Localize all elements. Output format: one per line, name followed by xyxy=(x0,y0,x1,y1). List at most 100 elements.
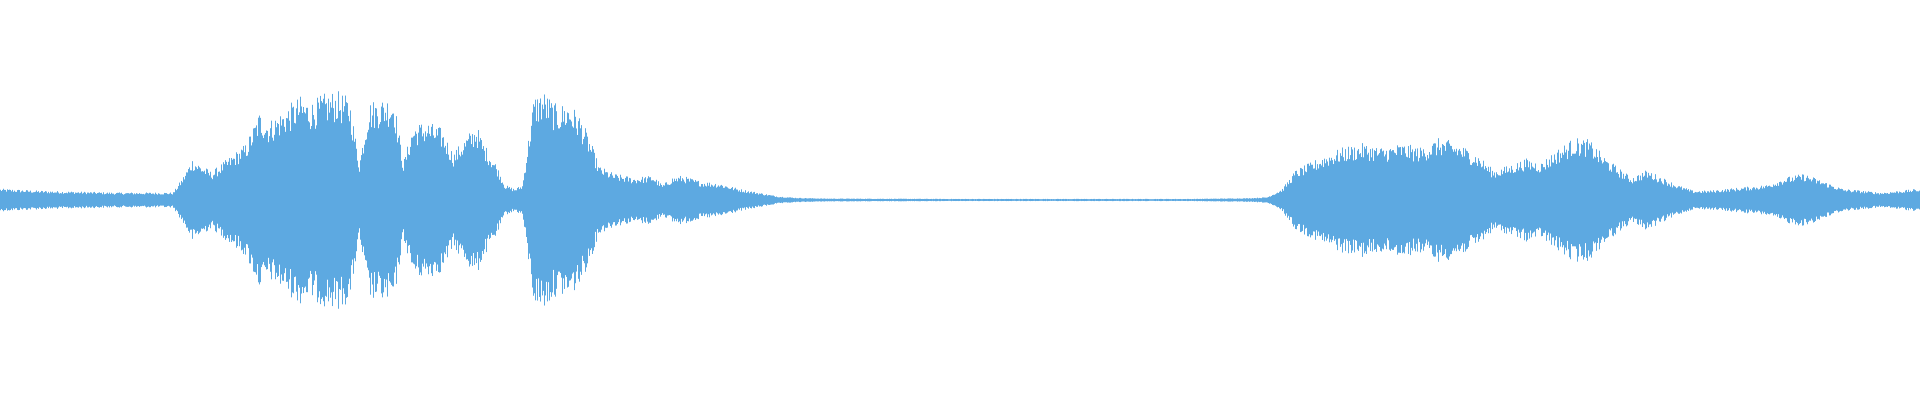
waveform-sample xyxy=(656,179,657,221)
waveform-sample xyxy=(408,154,409,246)
waveform-sample xyxy=(1350,155,1351,245)
waveform-sample xyxy=(264,134,265,266)
waveform-sample xyxy=(247,155,248,245)
waveform-sample xyxy=(1604,158,1605,242)
waveform-sample xyxy=(862,198,863,202)
waveform-sample xyxy=(1241,198,1242,202)
waveform-sample xyxy=(639,181,640,219)
waveform-sample xyxy=(566,123,567,277)
waveform-sample xyxy=(318,102,319,298)
waveform-sample xyxy=(886,198,887,202)
waveform-sample xyxy=(319,108,320,292)
waveform-sample xyxy=(601,170,602,230)
waveform-sample xyxy=(631,183,632,217)
waveform-sample xyxy=(619,180,620,220)
waveform-sample xyxy=(364,144,365,256)
waveform-sample xyxy=(113,193,114,207)
waveform-sample xyxy=(1292,176,1293,224)
waveform-sample xyxy=(1339,161,1340,239)
waveform-sample xyxy=(1767,186,1768,214)
waveform-sample xyxy=(99,192,100,208)
waveform-sample xyxy=(700,186,701,214)
waveform-sample xyxy=(1839,188,1840,212)
waveform-sample xyxy=(1097,199,1098,201)
waveform-sample xyxy=(1054,199,1055,201)
waveform-sample xyxy=(244,152,245,248)
waveform-sample xyxy=(1141,199,1142,201)
waveform-sample xyxy=(1518,170,1519,230)
waveform-sample xyxy=(258,117,259,283)
waveform-sample xyxy=(228,161,229,239)
waveform-sample xyxy=(935,198,936,202)
waveform-sample xyxy=(963,199,964,201)
waveform-sample xyxy=(480,138,481,262)
waveform-sample xyxy=(387,103,388,297)
waveform-sample xyxy=(61,193,62,207)
waveform-sample xyxy=(863,198,864,202)
waveform-sample xyxy=(1473,162,1474,238)
waveform-sample xyxy=(1223,198,1224,202)
waveform-sample xyxy=(1015,199,1016,201)
waveform-sample xyxy=(458,146,459,254)
waveform-sample xyxy=(959,198,960,202)
waveform-sample xyxy=(355,138,356,262)
waveform-sample xyxy=(830,198,831,202)
waveform-sample xyxy=(590,149,591,251)
waveform-sample xyxy=(490,162,491,238)
waveform-sample xyxy=(620,174,621,226)
waveform-sample xyxy=(1047,198,1048,202)
waveform-sample xyxy=(851,198,852,202)
waveform-sample xyxy=(936,198,937,202)
waveform-sample xyxy=(1231,198,1232,202)
waveform-sample xyxy=(302,113,303,287)
waveform-sample xyxy=(388,126,389,274)
waveform-sample xyxy=(848,198,849,202)
waveform-sample xyxy=(1510,172,1511,228)
waveform-sample xyxy=(1711,191,1712,209)
waveform-sample xyxy=(171,193,172,207)
waveform-sample xyxy=(1213,198,1214,202)
waveform-sample xyxy=(1537,171,1538,229)
waveform-sample xyxy=(688,178,689,222)
waveform-sample xyxy=(1727,189,1728,211)
waveform-sample xyxy=(486,147,487,253)
waveform-sample xyxy=(1526,158,1527,242)
waveform-sample xyxy=(913,199,914,201)
waveform-sample xyxy=(646,182,647,218)
waveform-sample xyxy=(1502,174,1503,226)
waveform-sample xyxy=(1180,198,1181,202)
waveform-sample xyxy=(1599,150,1600,250)
waveform-sample xyxy=(52,191,53,209)
waveform-sample xyxy=(667,184,668,216)
waveform-sample xyxy=(362,147,363,253)
waveform-sample xyxy=(230,165,231,235)
waveform-sample xyxy=(1073,198,1074,202)
waveform-sample xyxy=(1681,186,1682,214)
waveform-sample xyxy=(986,199,987,201)
waveform-sample xyxy=(919,198,920,202)
waveform-sample xyxy=(277,123,278,277)
waveform-sample xyxy=(416,133,417,267)
waveform-sample xyxy=(324,93,325,307)
waveform-sample xyxy=(347,103,348,297)
waveform-sample xyxy=(1799,176,1800,224)
waveform-sample xyxy=(16,191,17,209)
waveform-sample xyxy=(1668,183,1669,217)
waveform-sample xyxy=(120,193,121,207)
waveform-sample xyxy=(708,185,709,215)
waveform-sample xyxy=(682,178,683,222)
waveform-sample xyxy=(1216,198,1217,202)
waveform-sample xyxy=(1034,199,1035,201)
waveform-sample xyxy=(1305,171,1306,229)
waveform-sample xyxy=(1057,198,1058,202)
waveform-sample xyxy=(118,192,119,208)
waveform-sample xyxy=(1226,198,1227,202)
waveform-sample xyxy=(335,100,336,300)
waveform-sample xyxy=(39,192,40,208)
waveform-sample xyxy=(887,198,888,202)
waveform-sample xyxy=(239,153,240,247)
waveform-sample xyxy=(45,191,46,209)
waveform-sample xyxy=(1471,165,1472,235)
waveform-sample xyxy=(1046,199,1047,201)
waveform-sample xyxy=(433,135,434,265)
